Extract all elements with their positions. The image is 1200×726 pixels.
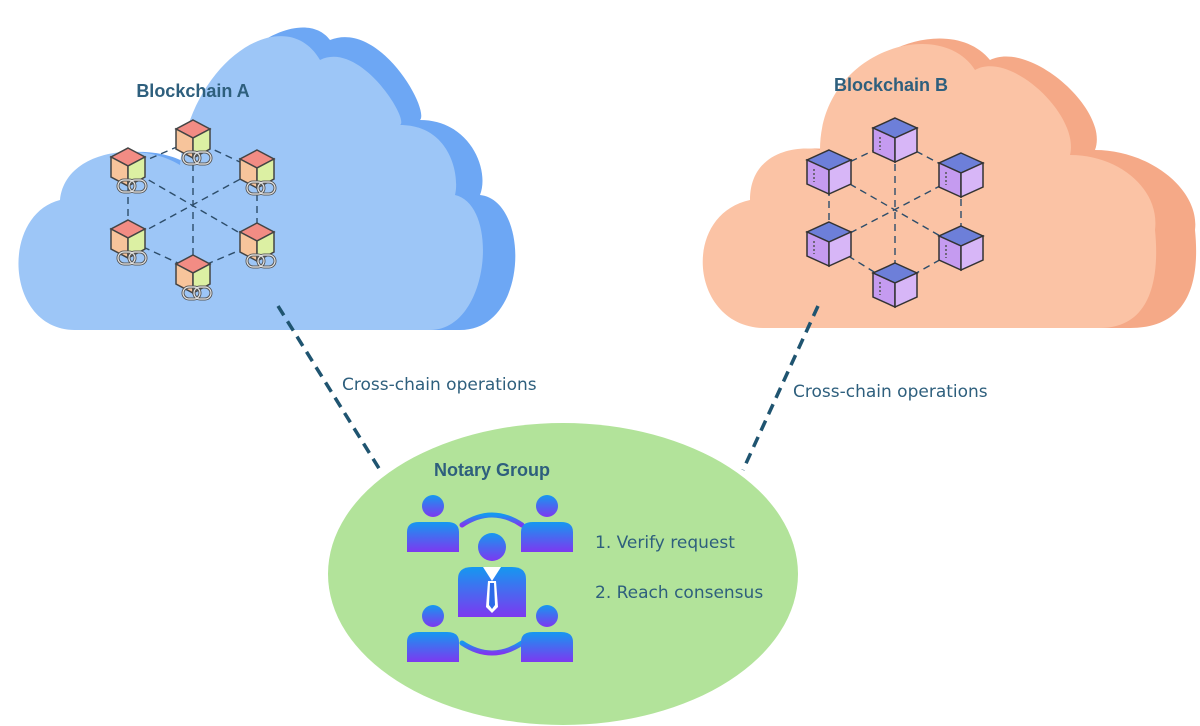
connector-b-to-notary	[741, 305, 820, 471]
blockchain-b-title: Blockchain B	[834, 75, 948, 95]
notary-step-2: 2. Reach consensus	[595, 583, 763, 603]
blockchain-a-title: Blockchain A	[136, 81, 249, 101]
cube-block-icon	[938, 152, 984, 198]
cube-block-icon	[872, 117, 918, 163]
cross-chain-label-right: Cross-chain operations	[793, 382, 988, 402]
blockchain-b-network-icon	[806, 117, 984, 308]
cube-block-icon	[806, 149, 852, 195]
cube-block-icon	[938, 225, 984, 271]
cross-chain-label-left: Cross-chain operations	[342, 375, 537, 395]
blockchain-a-network-icon	[111, 120, 275, 299]
cube-block-icon	[806, 221, 852, 267]
cube-block-icon	[872, 262, 918, 308]
notary-group-ellipse	[328, 423, 798, 725]
notary-group-title: Notary Group	[434, 460, 550, 480]
notary-step-1: 1. Verify request	[595, 533, 735, 553]
people-group-icon	[407, 495, 573, 662]
connector-a-to-notary	[276, 305, 382, 471]
